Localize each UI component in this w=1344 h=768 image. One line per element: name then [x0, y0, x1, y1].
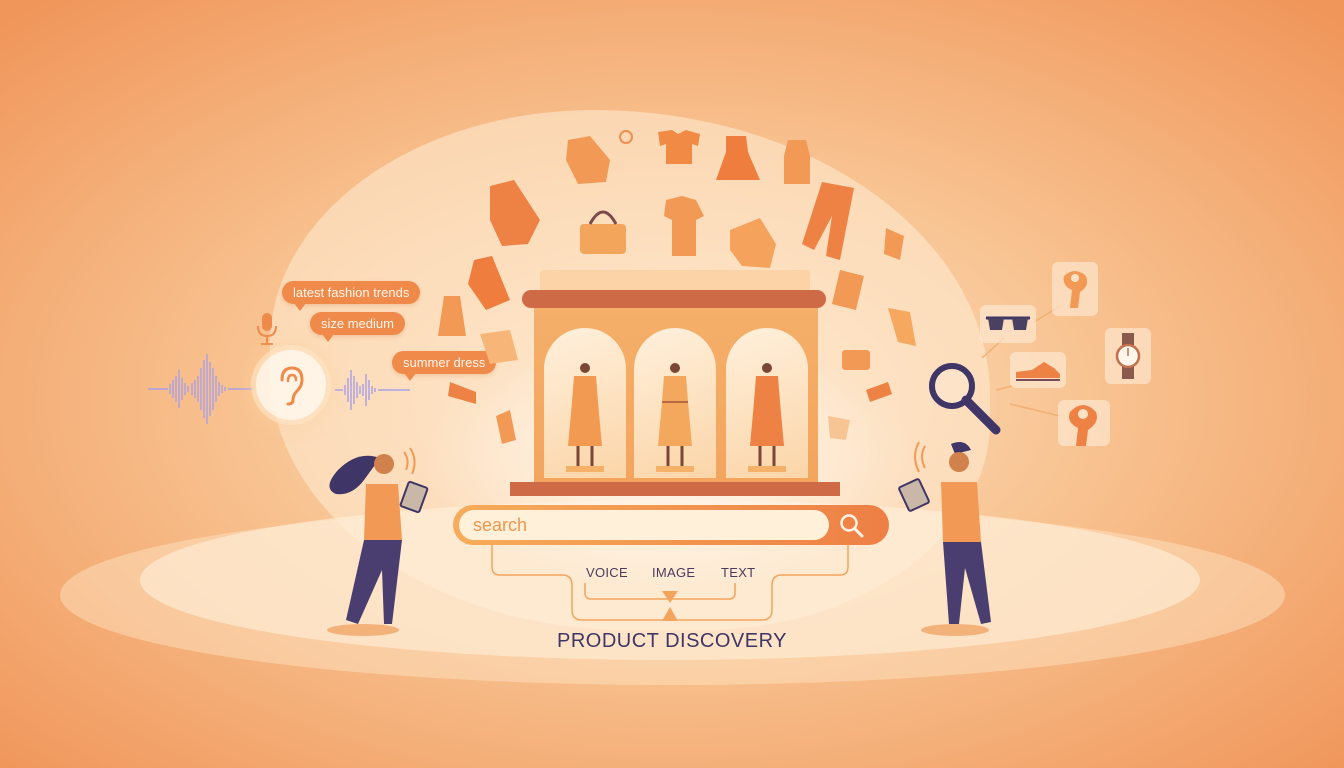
search-bar[interactable]: search — [453, 505, 889, 545]
mode-image: IMAGE — [652, 565, 696, 580]
watch-icon — [1115, 333, 1141, 379]
mode-text: TEXT — [721, 565, 756, 580]
storefront-roof — [540, 270, 810, 292]
sneaker-icon — [1016, 362, 1060, 381]
search-icon[interactable] — [839, 513, 865, 539]
microphone-icon — [257, 313, 277, 345]
scarf-icon — [1063, 271, 1088, 308]
man-with-tablet — [898, 441, 991, 636]
woman-with-tablet — [327, 447, 429, 636]
sunglasses-icon — [986, 316, 1030, 330]
discovery-knot-icon — [662, 591, 678, 621]
ear-icon-ring — [256, 350, 326, 420]
magnifier-icon — [929, 363, 1001, 435]
ear-icon — [280, 366, 304, 406]
mode-connector-lines — [491, 545, 849, 621]
page-title: PRODUCT DISCOVERY — [557, 630, 788, 652]
voice-bubble-summer-dress: summer dress — [392, 351, 497, 381]
storefront — [510, 270, 840, 498]
storefront-awning — [522, 290, 826, 308]
mannequin-2 — [656, 363, 694, 472]
search-input[interactable]: search — [459, 510, 829, 540]
scarf-icon-2 — [1069, 405, 1097, 446]
mannequin-1 — [566, 363, 604, 472]
clothing-icons-cloud — [438, 130, 916, 444]
voice-bubble-latest-fashion-trends: latest fashion trends — [282, 281, 421, 311]
mannequin-3 — [748, 363, 786, 472]
storefront-base — [510, 482, 840, 496]
waveform-right — [335, 370, 410, 410]
waveform-left — [148, 354, 253, 424]
coat-icon — [566, 136, 610, 184]
voice-bubble-size-medium: size medium — [310, 312, 405, 342]
mode-voice: VOICE — [586, 565, 628, 580]
